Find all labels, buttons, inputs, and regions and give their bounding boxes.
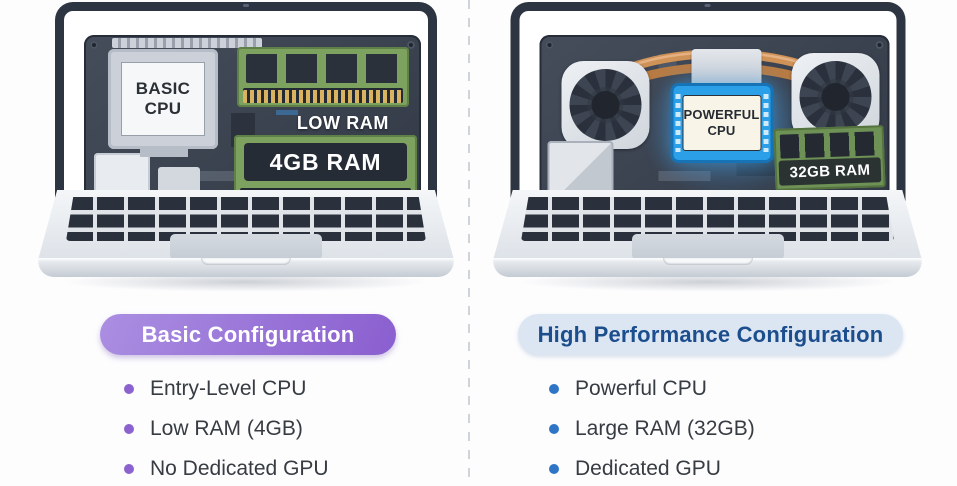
feature-text: Dedicated GPU	[575, 457, 721, 480]
low-ram-label: LOW RAM	[296, 113, 389, 133]
keyboard-keys	[521, 197, 894, 241]
motherboard-basic: BASIC CPU LOW RAM 4GB RAM	[84, 35, 421, 211]
feature-text: Powerful CPU	[575, 377, 707, 400]
screw-icon	[545, 41, 553, 49]
ram-capacity-label: 4GB RAM	[244, 143, 407, 181]
performance-laptop-illustration: POWERFUL CPU 32GB RAM	[493, 2, 922, 292]
basic-configuration-badge: Basic Configuration	[100, 314, 396, 355]
performance-feature-list: Powerful CPU Large RAM (32GB) Dedicated …	[549, 377, 755, 481]
ram-capacity-label: 32GB RAM	[778, 157, 881, 186]
cpu-label-line1: POWERFUL	[683, 107, 760, 122]
bullet-dot-icon	[549, 464, 559, 474]
list-item: Low RAM (4GB)	[124, 417, 329, 441]
bullet-dot-icon	[549, 384, 559, 394]
list-item: No Dedicated GPU	[124, 457, 329, 481]
cpu-label-line2: CPU	[144, 99, 182, 118]
feature-text: No Dedicated GPU	[150, 457, 329, 480]
laptop-screen-performance: POWERFUL CPU 32GB RAM	[510, 2, 905, 218]
basic-cpu-chip: BASIC CPU	[121, 62, 205, 136]
feature-text: Entry-Level CPU	[150, 377, 307, 400]
bullet-dot-icon	[124, 384, 134, 394]
bullet-dot-icon	[124, 464, 134, 474]
heatsink-plate	[691, 49, 761, 87]
feature-text: Low RAM (4GB)	[150, 417, 303, 440]
list-item: Large RAM (32GB)	[549, 417, 755, 441]
list-item: Dedicated GPU	[549, 457, 755, 481]
ram-module-top	[237, 47, 409, 107]
laptop-shadow	[517, 272, 898, 292]
list-item: Powerful CPU	[549, 377, 755, 401]
cpu-die: POWERFUL CPU	[682, 95, 761, 151]
cpu-label-line1: BASIC	[135, 79, 191, 98]
deck-front-edge	[38, 258, 454, 277]
motherboard-performance: POWERFUL CPU 32GB RAM	[539, 35, 889, 211]
cooling-fan-left	[561, 61, 649, 149]
bullet-dot-icon	[124, 424, 134, 434]
screw-icon	[407, 41, 415, 49]
basic-feature-list: Entry-Level CPU Low RAM (4GB) No Dedicat…	[124, 377, 329, 481]
cpu-label-line2: CPU	[707, 123, 736, 138]
heatsink-bar	[112, 38, 262, 48]
deck-front-edge	[493, 258, 922, 277]
bullet-dot-icon	[549, 424, 559, 434]
trackpad	[631, 234, 784, 260]
basic-laptop-illustration: BASIC CPU LOW RAM 4GB RAM	[38, 2, 454, 292]
screw-icon	[875, 41, 883, 49]
keyboard-keys	[66, 197, 426, 241]
center-divider	[468, 0, 470, 486]
laptop-screen-basic: BASIC CPU LOW RAM 4GB RAM	[55, 2, 437, 218]
trackpad	[170, 234, 322, 260]
feature-text: Large RAM (32GB)	[575, 417, 755, 440]
list-item: Entry-Level CPU	[124, 377, 329, 401]
ram-module-32gb: 32GB RAM	[772, 125, 886, 191]
powerful-cpu-chip: POWERFUL CPU	[670, 83, 773, 163]
cpu-socket: BASIC CPU	[108, 49, 218, 157]
high-performance-configuration-badge: High Performance Configuration	[518, 314, 903, 355]
screw-icon	[90, 41, 98, 49]
laptop-shadow	[62, 272, 430, 292]
